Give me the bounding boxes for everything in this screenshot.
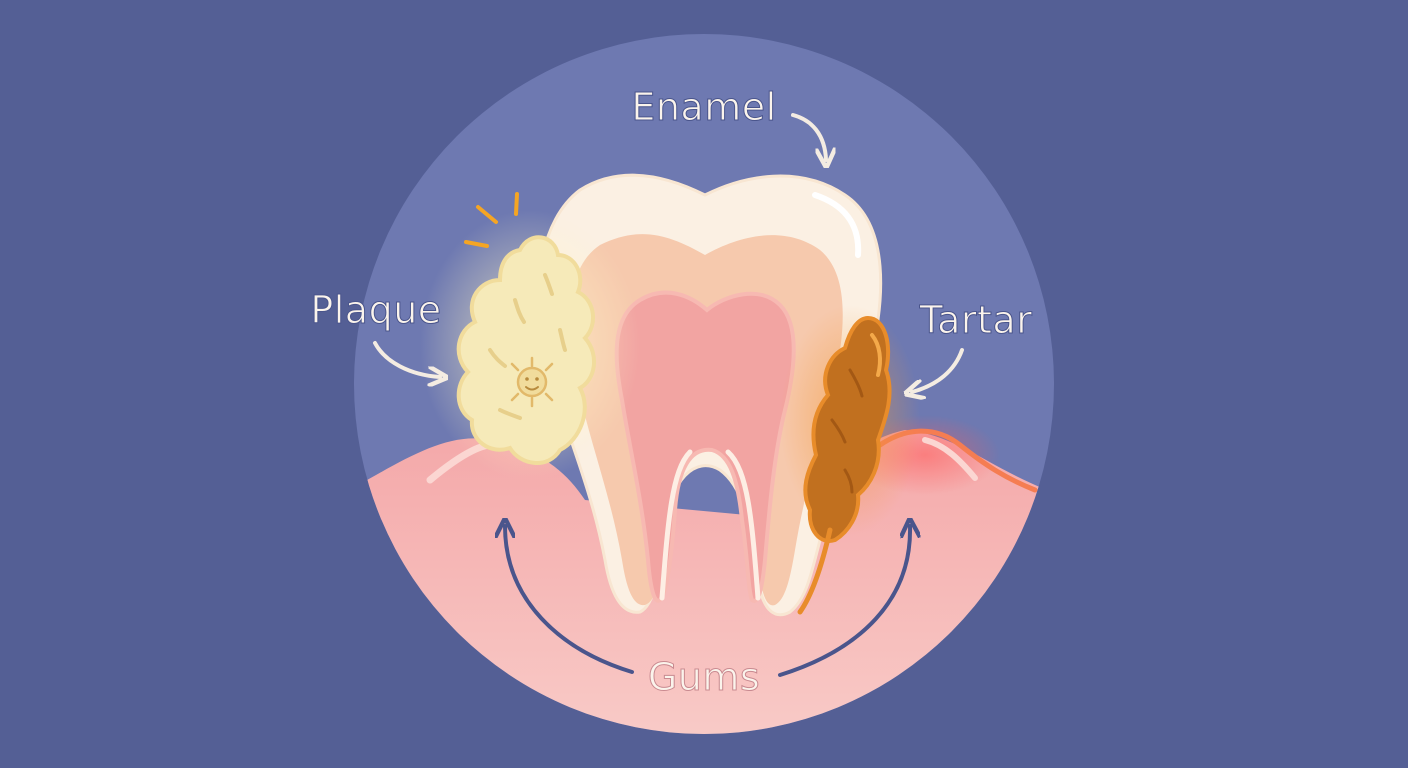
enamel-highlight	[812, 192, 862, 258]
tartar-root-edge	[797, 527, 833, 615]
root-canal-left	[659, 449, 693, 601]
plaque-spots	[488, 273, 567, 420]
tartar-texture	[830, 368, 864, 494]
inflamed-gum-highlight	[922, 437, 978, 481]
enamel-arrow	[791, 113, 826, 160]
bacteria-icon	[510, 356, 554, 408]
root-canal-right	[725, 449, 761, 601]
gums-arrow-left	[505, 526, 634, 674]
plaque-deposit	[456, 235, 597, 465]
tartar-arrow	[912, 348, 964, 392]
label-enamel: Enamel	[631, 85, 776, 129]
label-tartar: Tartar	[919, 298, 1033, 342]
sparkle-icon	[464, 192, 519, 248]
gums-arrow-right	[778, 526, 910, 677]
tartar-highlight	[870, 333, 882, 377]
plaque-arrow	[373, 341, 440, 377]
label-gums: Gums	[648, 655, 760, 699]
tartar-deposit	[803, 315, 892, 543]
label-plaque: Plaque	[310, 288, 441, 332]
